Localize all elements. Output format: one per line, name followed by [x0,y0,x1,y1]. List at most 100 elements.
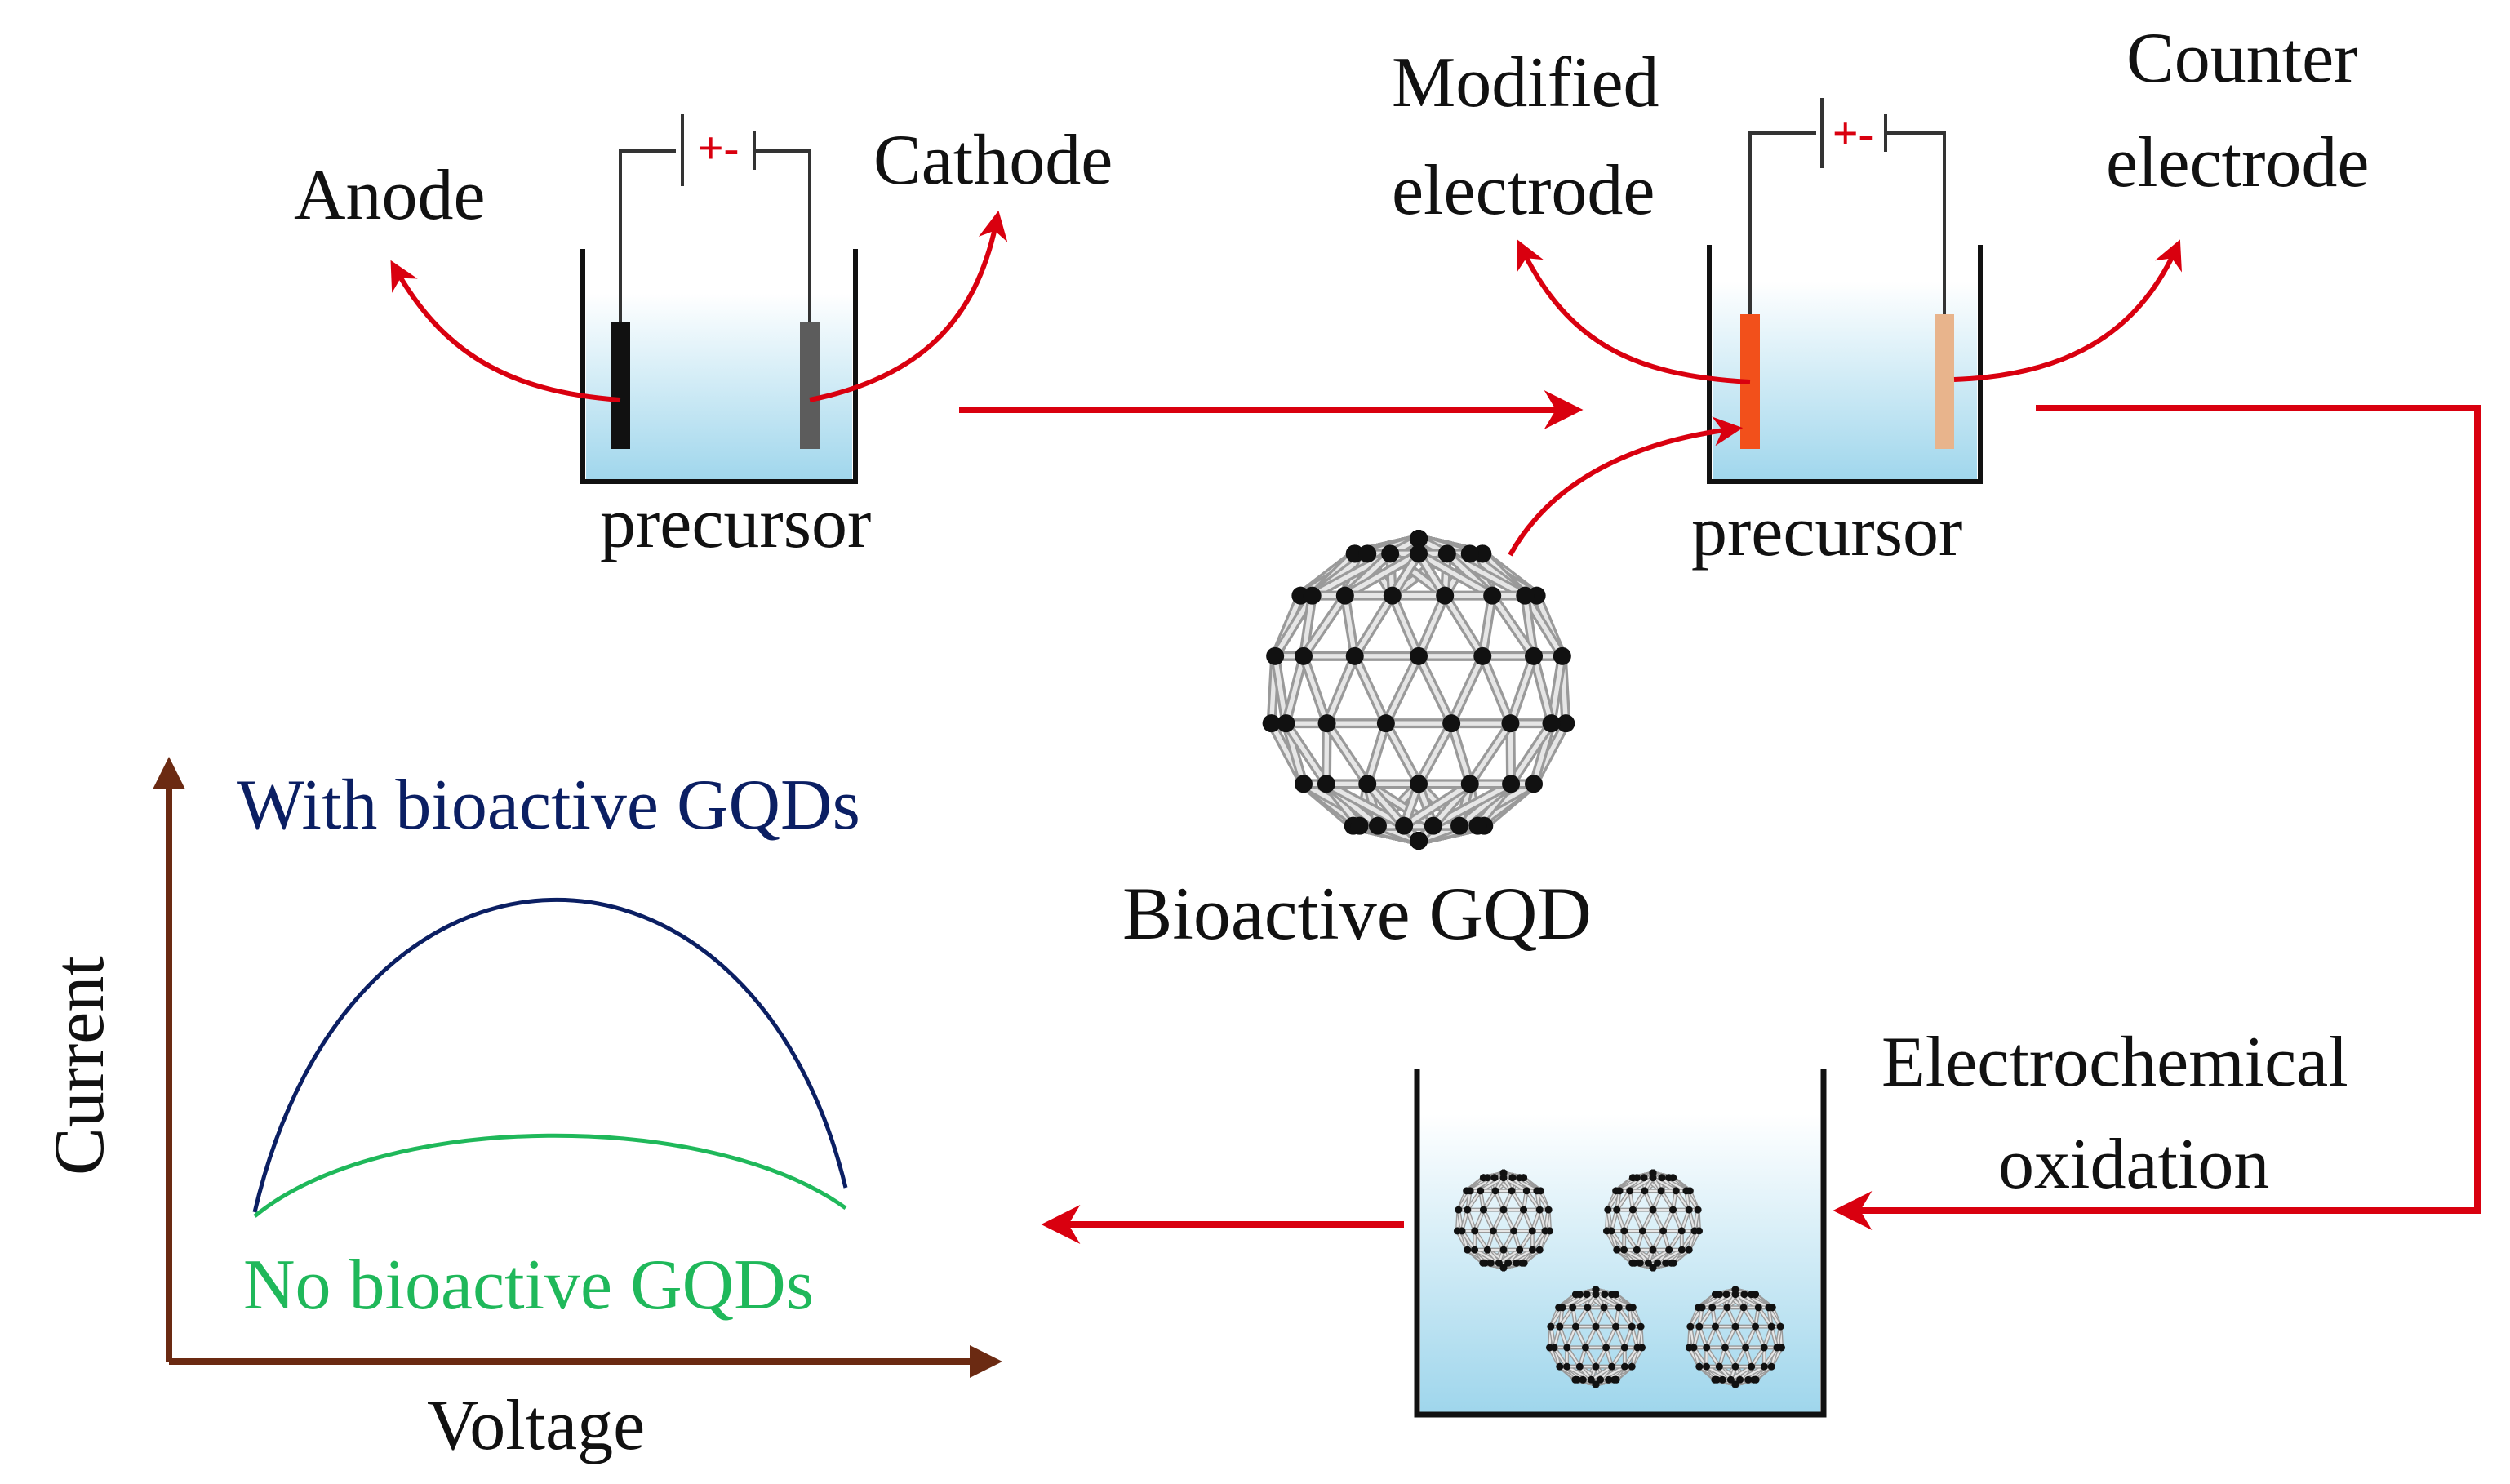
molecule-bond [1623,1208,1634,1233]
molecule-atom [1547,1322,1555,1331]
molecule-bond [1343,551,1421,598]
cell-2: +- Modified electrode Counter electrode … [1392,19,2369,571]
molecule-atom [1499,1264,1508,1272]
molecule-atom [1553,646,1571,665]
modified-electrode-label-2: electrode [1392,151,1655,230]
molecule-bond [1384,654,1421,726]
molecule-atom [1450,816,1469,835]
molecule-atom [1522,1187,1530,1195]
molecule-bond [1384,721,1421,787]
cell-1-circuit [619,114,811,322]
molecule-bond [1431,781,1513,829]
molecule-atom [1658,1174,1666,1182]
cell-1: +- Anode Cathode precursor [294,114,1113,563]
molecule-bond [1571,1293,1597,1308]
molecule-atom [1584,1304,1592,1312]
molecule-atom [1544,1206,1553,1214]
molecule-bond [1518,1229,1534,1251]
molecule-atom [1477,1187,1485,1195]
molecule-atom [1518,1259,1526,1267]
molecule-bond [1651,1208,1664,1233]
molecule-atom [1575,1362,1584,1371]
molecule-atom [1641,1187,1649,1195]
molecule-bond [1575,1325,1587,1349]
molecule-atom [1583,1291,1591,1299]
molecule-bond [1502,1208,1515,1233]
molecule-atom [1563,1362,1571,1371]
molecule-bond [1624,1325,1633,1349]
molecule-bond [1502,1176,1528,1192]
molecule-atom [1520,1206,1528,1214]
molecule-bond [1522,1208,1534,1233]
molecule-atom [1615,1187,1624,1195]
molecule-atom [1483,586,1502,605]
molecule-atom [1668,1259,1676,1267]
modified-electrode-arrow [1517,239,1751,384]
molecule-atom [1690,1227,1699,1235]
molecule-atom [1542,714,1561,733]
molecule-bond [1365,781,1406,829]
counter-electrode-plate [1935,314,1954,449]
molecule-bond [1628,1176,1655,1192]
molecule-atom [1262,714,1281,733]
molecule-atom [1672,1187,1680,1195]
small-gqd-2 [1602,1169,1704,1272]
molecule-atom [1659,1227,1668,1235]
anode-plate [611,322,630,449]
molecule-atom [1516,1174,1524,1182]
cell-1-beaker [580,249,858,484]
cathode-label: Cathode [873,121,1113,200]
molecule-atom [1608,1362,1616,1371]
molecule-atom [1345,646,1364,665]
molecule-atom [1317,775,1335,793]
molecule-atom [1662,1259,1670,1267]
molecule-atom [1466,1187,1474,1195]
molecule-bond [1301,654,1330,726]
molecule-atom [1368,816,1387,835]
counter-electrode-label-2: electrode [2106,123,2369,202]
molecule-atom [1630,1259,1638,1267]
molecule-atom [1649,1206,1657,1214]
molecule-atom [1657,1187,1665,1195]
molecule-atom [1633,1246,1641,1254]
molecule-atom [1495,1259,1503,1267]
molecule-bond [1624,1346,1639,1368]
molecule-bond [1566,1325,1577,1349]
molecule-atom [1516,586,1535,605]
molecule-atom [1489,1227,1497,1235]
molecule-atom [1499,1206,1508,1214]
molecule-atom [1490,1174,1499,1182]
cell-1-polarity: +- [698,123,740,174]
molecule-atom [1458,1227,1466,1235]
molecule-atom [1541,1227,1549,1235]
molecule-atom [1610,1375,1619,1384]
counter-electrode-label-1: Counter [2126,19,2358,98]
molecule-atom [1471,1227,1479,1235]
molecule-atom [1640,1174,1648,1182]
molecule-atom [1620,1344,1628,1352]
bioactive-gqd-label: Bioactive GQD [1122,872,1592,955]
molecule-atom [1533,1187,1541,1195]
molecule-atom [1486,1259,1495,1267]
molecule-bond [1324,721,1370,787]
molecule-atom [1615,1304,1623,1312]
molecule-bond [1610,1346,1626,1368]
molecule-atom [1464,1246,1472,1254]
molecule-atom [1669,1206,1677,1214]
molecule-bond [1605,1325,1617,1349]
molecule-atom [1649,1246,1657,1254]
molecule-atom [1508,1187,1516,1195]
molecule-atom [1612,1322,1620,1331]
molecule-atom [1649,1264,1657,1272]
molecule-atom [1358,775,1377,793]
molecule-bond [1508,721,1554,787]
molecule-bond [1610,1229,1625,1251]
molecule-atom [1592,1291,1600,1299]
gqd-to-electrode-arrow [1508,416,1744,557]
molecule-bond [1449,654,1485,726]
molecule-atom [1626,1187,1634,1195]
molecule-bond [1632,1208,1644,1233]
molecule-atom [1460,544,1479,563]
molecule-atom [1395,816,1414,835]
